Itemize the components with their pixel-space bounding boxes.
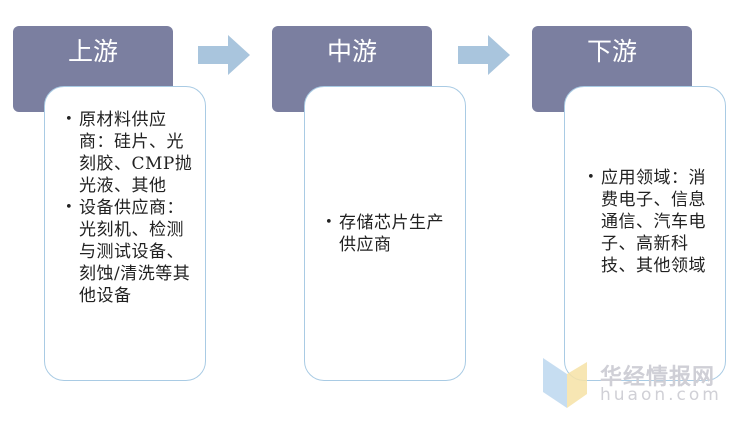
arrow-right-icon bbox=[458, 35, 510, 75]
list-item: 原材料供应商：硅片、光刻胶、CMP抛光液、其他 bbox=[61, 109, 197, 197]
watermark-name: 华经情报网 bbox=[600, 365, 716, 390]
list-item: 存储芯片生产供应商 bbox=[321, 212, 455, 256]
stage-midstream-title: 中游 bbox=[326, 37, 377, 66]
list-item: 应用领域：消费电子、信息通信、汽车电子、高新科技、其他领域 bbox=[583, 167, 707, 277]
stage-downstream-title: 下游 bbox=[586, 37, 637, 66]
stage-upstream-title: 上游 bbox=[67, 37, 118, 66]
stage-upstream-card: 原材料供应商：硅片、光刻胶、CMP抛光液、其他 设备供应商：光刻机、检测与测试设… bbox=[44, 86, 206, 381]
logo-icon bbox=[543, 358, 587, 408]
stage-downstream-list: 应用领域：消费电子、信息通信、汽车电子、高新科技、其他领域 bbox=[565, 87, 725, 277]
stage-downstream-card: 应用领域：消费电子、信息通信、汽车电子、高新科技、其他领域 bbox=[564, 86, 726, 381]
list-item: 设备供应商：光刻机、检测与测试设备、刻蚀/清洗等其他设备 bbox=[61, 197, 197, 307]
stage-upstream-list: 原材料供应商：硅片、光刻胶、CMP抛光液、其他 设备供应商：光刻机、检测与测试设… bbox=[45, 87, 205, 307]
arrow-right-icon bbox=[198, 35, 250, 75]
stage-midstream-card: 存储芯片生产供应商 bbox=[304, 86, 466, 381]
stage-midstream-list: 存储芯片生产供应商 bbox=[305, 87, 465, 256]
watermark-domain: huaon.com bbox=[600, 385, 722, 405]
